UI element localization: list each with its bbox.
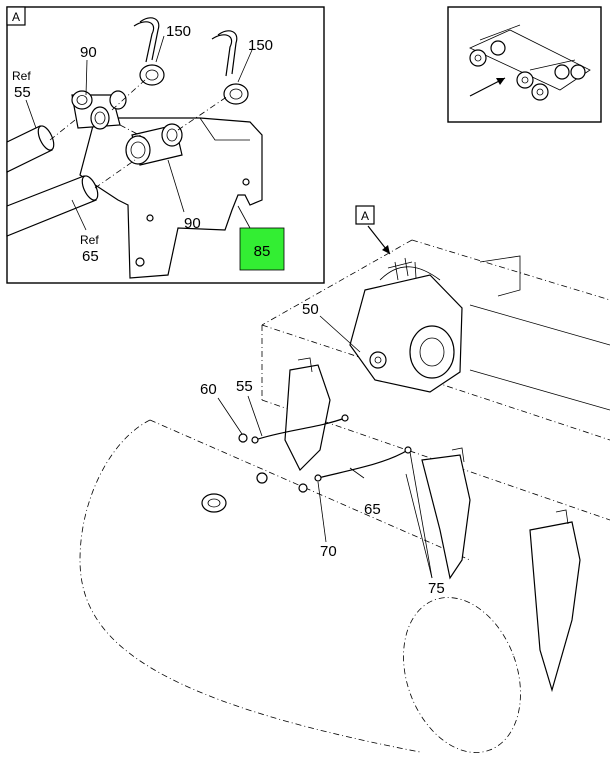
callout-60: 60: [200, 381, 217, 398]
tee-fitting-bottom: [125, 123, 183, 166]
callout-50: 50: [302, 301, 319, 318]
hose-65: [314, 446, 412, 482]
tube-ref-55: [6, 125, 55, 173]
highlight-85-box: [239, 227, 285, 271]
fitting-60: [238, 433, 248, 443]
callout-55: 55: [236, 378, 253, 395]
mounting-bracket: [79, 117, 263, 279]
fitting-70-a: [256, 472, 268, 484]
locator-inset: [447, 6, 602, 123]
inset-tag-box: [6, 6, 26, 26]
crossmember-bracket: [479, 255, 521, 297]
callout-150-b: 150: [248, 37, 273, 54]
clip-nut-a: [133, 17, 165, 86]
callout-150-a: 150: [166, 23, 191, 40]
callout-75: 75: [428, 580, 445, 597]
hose-55: [251, 414, 349, 444]
inset-tag-label: A: [12, 10, 20, 24]
detail-inset-a: A: [6, 6, 325, 284]
callout-70: 70: [320, 543, 337, 560]
callout-65: 65: [364, 501, 381, 518]
tube-ref-65: [6, 175, 99, 237]
clip-nut-b: [211, 30, 249, 105]
ref-55-word: Ref: [12, 69, 31, 83]
ref-65-word: Ref: [80, 233, 99, 247]
ref-65-number: 65: [82, 248, 99, 265]
ref-55-number: 55: [14, 84, 31, 101]
main-view: A: [79, 205, 610, 753]
callout-90-top: 90: [80, 44, 97, 61]
tee-fitting-top: [71, 90, 127, 130]
fill-cap: [201, 493, 227, 513]
wheel-end-assembly: [349, 257, 463, 393]
tank-brackets: [284, 357, 581, 693]
main-tag-box: [355, 205, 375, 225]
fitting-70-b: [298, 483, 308, 493]
fuel-tank: [79, 419, 521, 753]
callout-85: 85: [254, 243, 271, 260]
callout-90-bottom: 90: [184, 215, 201, 232]
main-tag-label: A: [361, 209, 369, 223]
